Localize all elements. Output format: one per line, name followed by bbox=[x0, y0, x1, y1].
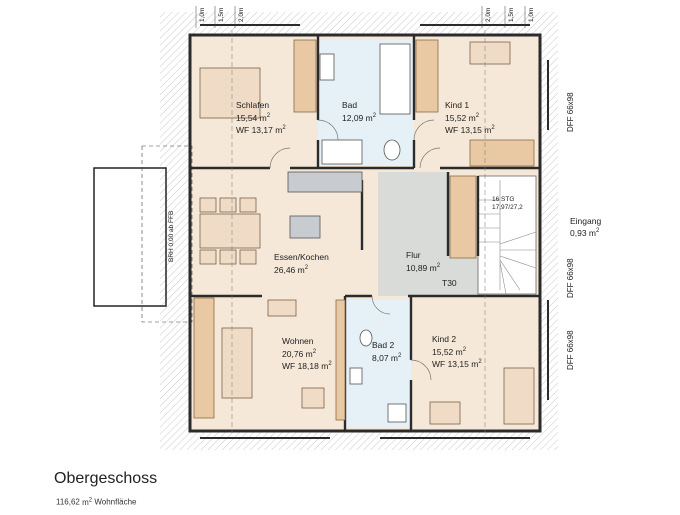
room-area: 15,52 m2 bbox=[445, 112, 480, 123]
room-kind-1: Kind 1 15,52 m2 WF 13,15 m2 bbox=[445, 100, 495, 135]
dim-top-5: 1,5m bbox=[508, 7, 515, 22]
dim-top-4: 2,0m bbox=[485, 7, 492, 22]
room-wf: WF 13,15 m2 bbox=[445, 124, 495, 135]
dimension-lines bbox=[195, 6, 526, 28]
furniture bbox=[199, 41, 535, 425]
room-wf: WF 13,17 m2 bbox=[236, 124, 286, 135]
room-area: 12,09 m2 bbox=[342, 112, 377, 123]
bath-fixtures bbox=[319, 43, 411, 423]
kitchen-counter bbox=[287, 171, 363, 239]
dim-top-2: 1,5m bbox=[218, 7, 225, 22]
room-name: Bad 2 bbox=[372, 340, 395, 350]
windows bbox=[200, 24, 549, 439]
room-area: 20,76 m2 bbox=[282, 348, 317, 359]
roof-window-label-3: DFF 66x98 bbox=[566, 330, 575, 370]
room-name: Essen/Kochen bbox=[274, 252, 329, 262]
door-swings bbox=[269, 119, 441, 381]
room-wf: WF 13,15 m2 bbox=[432, 358, 482, 369]
dim-top-6: 1,0m bbox=[528, 7, 535, 22]
room-name: Flur bbox=[406, 250, 421, 260]
entrance-area: 0,93 m2 bbox=[570, 227, 600, 238]
room-bad-2: Bad 2 8,07 m2 bbox=[372, 340, 401, 363]
hall-floor bbox=[378, 172, 450, 296]
roof-window-label-2: DFF 66x98 bbox=[566, 258, 575, 298]
roof-window-label-1: DFF 66x98 bbox=[566, 92, 575, 132]
fire-door-tag: T30 bbox=[442, 278, 457, 288]
room-wohnen: Wohnen 20,76 m2 WF 18,18 m2 bbox=[282, 336, 332, 371]
outer-walls bbox=[188, 33, 542, 433]
interior-walls bbox=[190, 35, 540, 430]
room-name: Kind 2 bbox=[432, 334, 457, 344]
stair-count: 16 STG bbox=[492, 196, 515, 203]
room-schlafen: Schlafen 15,54 m2 WF 13,17 m2 bbox=[236, 100, 286, 135]
entrance-name: Eingang bbox=[570, 216, 602, 226]
area-suffix: Wohnfläche bbox=[94, 497, 137, 507]
sill-height-label: BRH 0,00 ab FFB bbox=[168, 210, 175, 262]
room-area: 15,52 m2 bbox=[432, 346, 467, 357]
stair-dimensions: 17,97/27,2 bbox=[492, 204, 523, 211]
wardrobes bbox=[193, 39, 535, 421]
dim-top-3: 2,0m bbox=[238, 7, 245, 22]
dormer-outline bbox=[141, 145, 193, 323]
room-essen-kochen: Essen/Kochen 26,46 m2 bbox=[274, 252, 329, 275]
plan-title: Obergeschoss bbox=[54, 470, 158, 487]
room-name: Bad bbox=[342, 100, 358, 110]
area-value: 116,62 bbox=[56, 497, 80, 507]
room-flur: Flur 10,89 m2 bbox=[406, 250, 440, 273]
living-area-total: 116,62 m2 Wohnfläche bbox=[56, 497, 136, 507]
stair-treads bbox=[478, 180, 537, 295]
room-bad: Bad 12,09 m2 bbox=[342, 100, 376, 123]
room-area: 8,07 m2 bbox=[372, 352, 402, 363]
room-wf: WF 18,18 m2 bbox=[282, 360, 332, 371]
stair-label: 16 STG 17,97/27,2 bbox=[492, 196, 523, 212]
room-area: 26,46 m2 bbox=[274, 264, 309, 275]
entrance-label: Eingang 0,93 m2 bbox=[570, 216, 601, 238]
room-name: Wohnen bbox=[282, 336, 314, 346]
room-kind-2: Kind 2 15,52 m2 WF 13,15 m2 bbox=[432, 334, 482, 369]
roof-lines bbox=[231, 30, 486, 432]
room-name: Schlafen bbox=[236, 100, 270, 110]
room-area: 10,89 m2 bbox=[406, 262, 441, 273]
room-name: Kind 1 bbox=[445, 100, 470, 110]
room-area: 15,54 m2 bbox=[236, 112, 271, 123]
area-unit: m2 bbox=[82, 497, 93, 507]
dim-top-1: 1,0m bbox=[199, 7, 206, 22]
balcony bbox=[93, 167, 167, 307]
